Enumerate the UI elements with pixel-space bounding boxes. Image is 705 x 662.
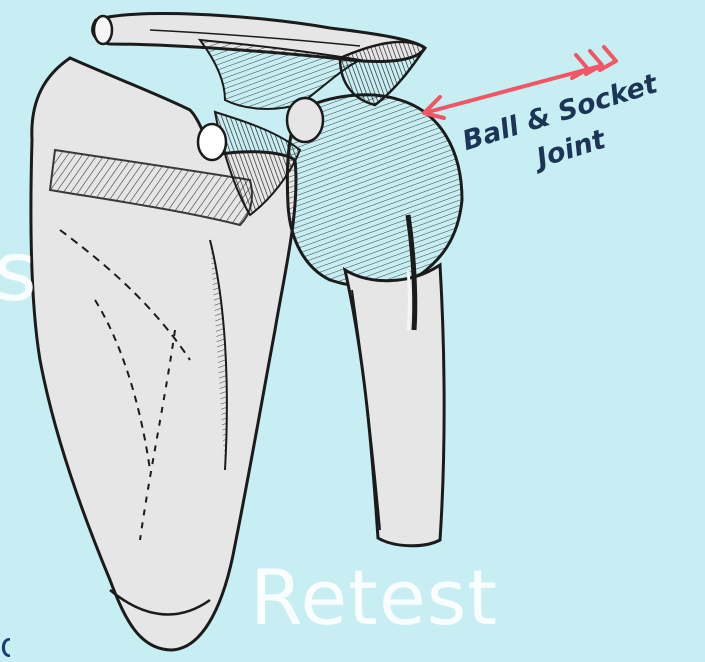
background-text-retest: Retest [250,560,498,636]
background-text-fragment: s [0,232,37,314]
corner-glyph: d [0,630,10,662]
